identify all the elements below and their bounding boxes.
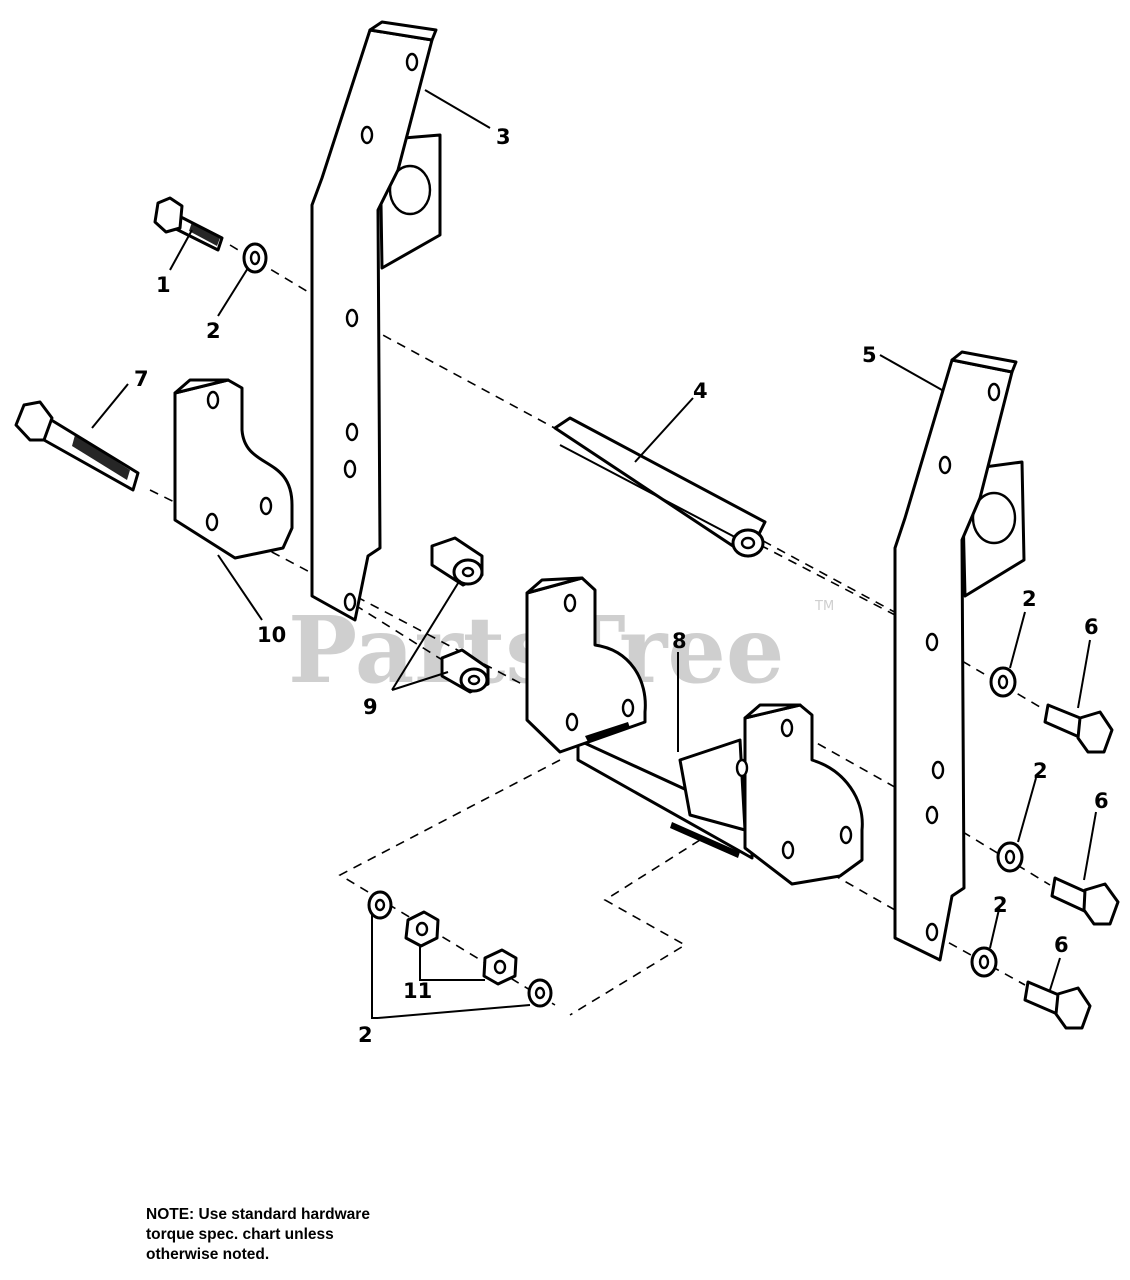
callout-2: 2 xyxy=(206,319,221,343)
part-4-tube xyxy=(553,416,767,558)
callout-2: 2 xyxy=(1022,587,1037,611)
torque-note: NOTE: Use standard hardware torque spec.… xyxy=(146,1205,446,1265)
callout-6: 6 xyxy=(1094,789,1109,813)
callout-1: 1 xyxy=(156,273,171,297)
watermark-trademark: TM xyxy=(814,599,834,614)
part-1-short-bolt xyxy=(153,196,224,252)
leader-lines xyxy=(91,89,1097,1019)
part-2-washers xyxy=(242,242,1024,1008)
callout-2: 2 xyxy=(993,893,1008,917)
part-5-right-plate xyxy=(893,350,1026,962)
callout-6: 6 xyxy=(1084,615,1099,639)
callout-3: 3 xyxy=(496,125,511,149)
note-line: otherwise noted. xyxy=(146,1246,270,1263)
callout-labels: 3 1 2 4 5 7 10 9 8 2 6 2 6 2 6 11 2 xyxy=(134,125,1109,1047)
note-line: NOTE: Use standard hardware xyxy=(146,1206,370,1223)
part-11-nuts xyxy=(404,910,518,986)
callout-4: 4 xyxy=(693,379,708,403)
part-8-frame-bracket xyxy=(525,576,864,886)
callout-5: 5 xyxy=(862,343,877,367)
callout-6: 6 xyxy=(1054,933,1069,957)
part-3-left-plate xyxy=(310,20,442,622)
part-7-long-bolt xyxy=(14,400,140,492)
part-10-spacer-block xyxy=(173,378,294,560)
callout-11: 11 xyxy=(403,979,432,1003)
callout-2: 2 xyxy=(1033,759,1048,783)
callout-10: 10 xyxy=(257,623,286,647)
callout-9: 9 xyxy=(363,695,378,719)
part-6-bolts xyxy=(1023,703,1120,1030)
callout-8: 8 xyxy=(672,629,687,653)
callout-7: 7 xyxy=(134,367,149,391)
callout-2: 2 xyxy=(358,1023,373,1047)
note-line: torque spec. chart unless xyxy=(146,1226,334,1243)
part-9-bushings xyxy=(430,536,490,694)
